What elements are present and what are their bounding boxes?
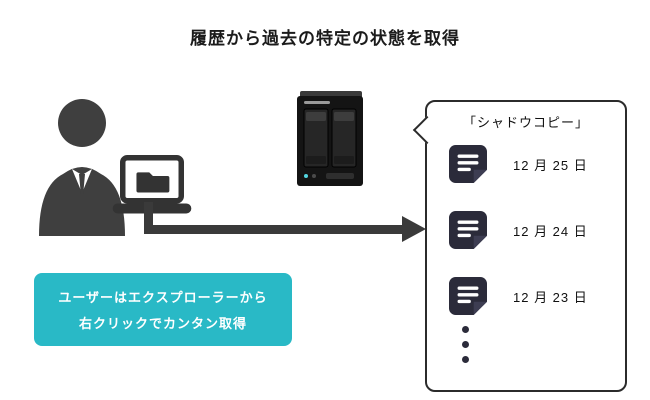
history-date: 12 月 24 日 xyxy=(513,223,588,239)
panel-title: 「シャドウコピー」 xyxy=(462,115,589,130)
flow-arrow-vertical xyxy=(144,202,153,234)
nas-device-icon xyxy=(297,91,363,186)
ellipsis-dot xyxy=(462,326,469,333)
document-icon xyxy=(449,211,487,249)
ellipsis-dots xyxy=(462,326,474,371)
user-silhouette-icon xyxy=(39,99,125,236)
document-icon xyxy=(449,145,487,183)
flow-arrow-head-icon xyxy=(402,216,426,242)
history-date: 12 月 25 日 xyxy=(513,157,588,173)
laptop-folder-icon xyxy=(112,155,192,214)
shadow-copy-panel: 「シャドウコピー」 12 月 25 日 12 月 24 日 xyxy=(412,100,627,392)
history-item: 12 月 25 日 xyxy=(427,144,625,184)
history-item: 12 月 23 日 xyxy=(427,276,625,316)
callout-line2: 右クリックでカンタン取得 xyxy=(78,316,247,331)
history-date: 12 月 23 日 xyxy=(513,289,588,305)
callout-box: ユーザーはエクスプローラーから 右クリックでカンタン取得 xyxy=(34,273,292,346)
ellipsis-dot xyxy=(462,356,469,363)
callout-line1: ユーザーはエクスプローラーから xyxy=(58,290,268,305)
ellipsis-dot xyxy=(462,341,469,348)
page-title: 履歴から過去の特定の状態を取得 xyxy=(190,29,460,48)
document-icon xyxy=(449,277,487,315)
flow-arrow-horizontal xyxy=(144,225,406,234)
history-item: 12 月 24 日 xyxy=(427,210,625,250)
